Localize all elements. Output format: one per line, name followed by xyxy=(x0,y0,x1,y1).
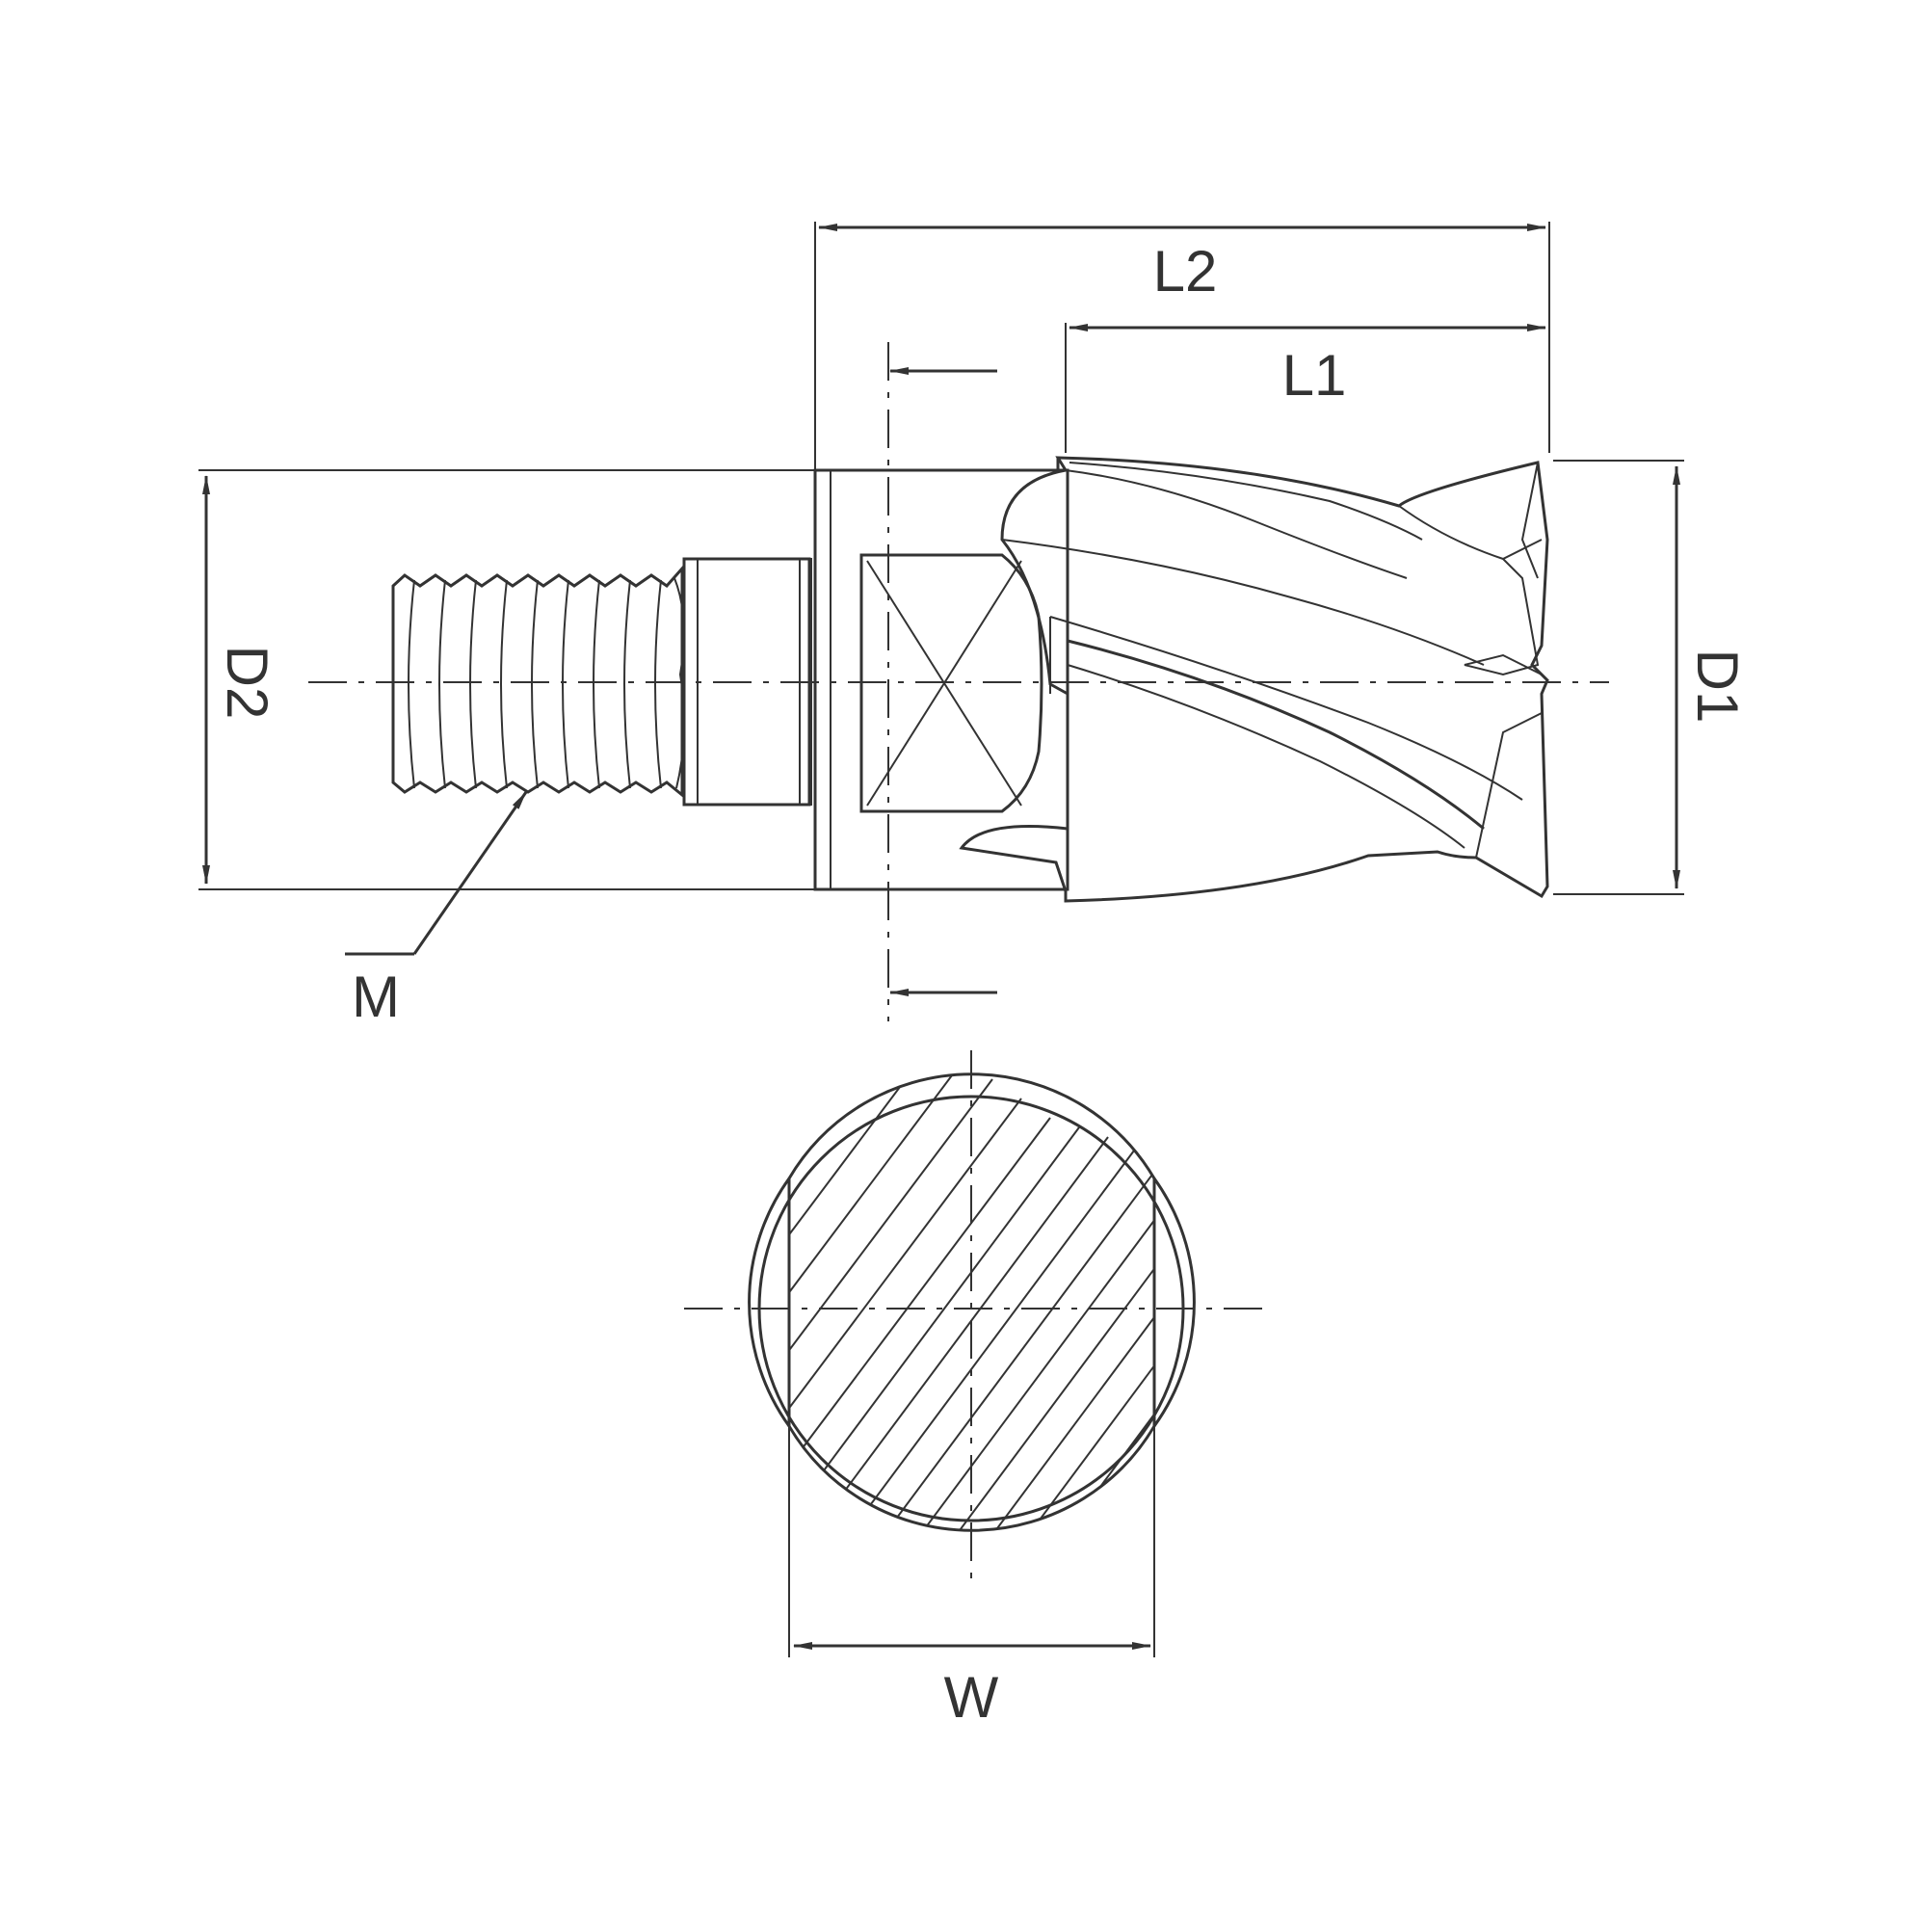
cutting-head xyxy=(959,456,1549,903)
dimension-label-m: M xyxy=(352,965,400,1029)
dimension-l1: L1 xyxy=(1065,323,1546,453)
dimension-l2: L2 xyxy=(814,222,1550,470)
threaded-shank xyxy=(391,565,686,799)
section-view xyxy=(684,1050,1262,1580)
dimension-d2: D2 xyxy=(198,469,815,890)
dimension-label-w: W xyxy=(944,1665,999,1730)
side-view xyxy=(308,342,1609,1021)
section-hatching xyxy=(789,1073,1154,1531)
dimension-label-d1: D1 xyxy=(1685,649,1750,724)
dimensions: L2 L1 D2 D1 M xyxy=(198,222,1750,1730)
dimension-m: M xyxy=(345,791,528,1029)
dimension-w: W xyxy=(788,1426,1155,1730)
dimension-label-l2: L2 xyxy=(1153,239,1218,304)
dimension-d1: D1 xyxy=(1553,460,1750,895)
dimension-label-d2: D2 xyxy=(215,646,279,720)
dimension-label-l1: L1 xyxy=(1282,343,1347,408)
